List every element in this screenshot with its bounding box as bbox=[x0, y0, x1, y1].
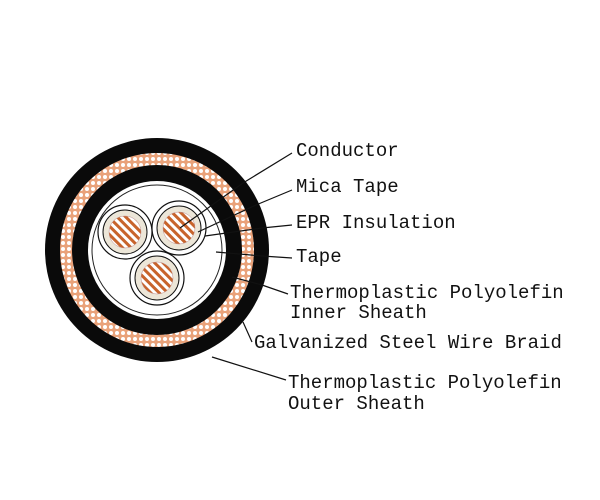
label-inner-sheath-1: Thermoplastic Polyolefin bbox=[290, 282, 564, 304]
label-outer-sheath-1: Thermoplastic Polyolefin bbox=[288, 372, 562, 394]
core-3 bbox=[129, 250, 185, 306]
label-braid: Galvanized Steel Wire Braid bbox=[254, 332, 562, 354]
leader-lines bbox=[179, 152, 293, 381]
core-1 bbox=[97, 204, 153, 260]
tape-outline bbox=[91, 184, 223, 316]
label-inner-sheath-2: Inner Sheath bbox=[290, 302, 427, 324]
label-epr-insulation: EPR Insulation bbox=[296, 212, 456, 234]
label-tape: Tape bbox=[296, 246, 342, 268]
label-outer-sheath-2: Outer Sheath bbox=[288, 393, 425, 415]
label-mica-tape: Mica Tape bbox=[296, 176, 399, 198]
label-conductor: Conductor bbox=[296, 140, 399, 162]
core-2 bbox=[151, 200, 207, 256]
